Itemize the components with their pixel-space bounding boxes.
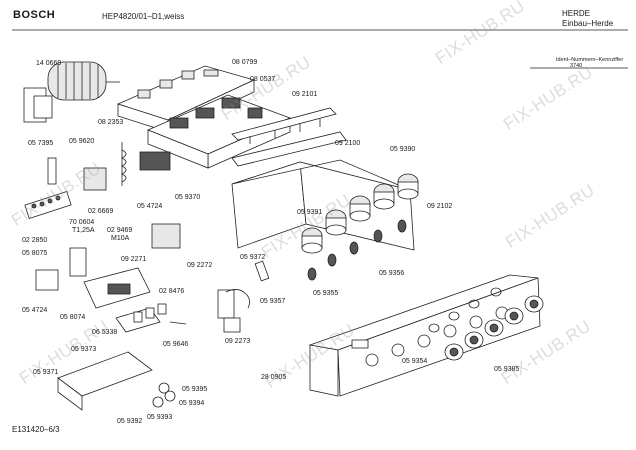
part-label: 05 8074	[60, 314, 86, 321]
part-label: 05 9395	[182, 386, 208, 393]
part-label: 06 5338	[92, 329, 118, 336]
part-label: 02 8476	[159, 288, 185, 295]
drawing-code: E131420–6/3	[12, 425, 60, 434]
ident-label: Ident–Nummern–Kennziffer	[556, 57, 624, 63]
part-label: 05 9394	[179, 400, 205, 407]
small-components-drawing	[24, 157, 181, 291]
product-subcategory: Einbau–Herde	[562, 19, 614, 28]
part-label: T1,25A	[72, 227, 95, 234]
part-label: 05 9391	[297, 209, 323, 216]
part-label: 05 9370	[175, 194, 201, 201]
part-label: 09 2272	[187, 262, 213, 269]
part-label: 05 9646	[163, 341, 189, 348]
part-label: 09 2100	[335, 140, 361, 147]
part-label: 05 9371	[33, 369, 59, 376]
part-label: 05 4724	[22, 307, 48, 314]
part-label: 05 9354	[402, 358, 428, 365]
part-label: 05 9356	[379, 270, 405, 277]
part-label: 70 0604	[69, 219, 95, 226]
part-label: 02 9469	[107, 227, 133, 234]
part-label: 05 9393	[147, 414, 173, 421]
part-label: 14 0669	[36, 60, 62, 67]
part-label: 02 2850	[22, 237, 48, 244]
part-label: 02 6669	[88, 208, 114, 215]
part-label: 09 2102	[427, 203, 453, 210]
part-label: 08 0799	[232, 59, 258, 66]
part-label: 09 2273	[225, 338, 251, 345]
part-label: 05 9373	[71, 346, 97, 353]
front-knobs-drawing	[428, 287, 544, 361]
part-label: 08 2353	[98, 119, 124, 126]
part-label: 05 9385	[494, 366, 520, 373]
ident-value: 3740	[570, 63, 583, 69]
part-label: 05 9357	[260, 298, 286, 305]
part-label: 28 0905	[261, 374, 287, 381]
brand-logo-text: BOSCH	[13, 9, 56, 21]
part-label: 05 9620	[69, 138, 95, 145]
model-number: HEP4820/01–D1,weiss	[102, 12, 185, 21]
part-label: 09 2271	[121, 256, 147, 263]
part-label: 05 9392	[117, 418, 143, 425]
part-label: 05 4724	[137, 203, 163, 210]
part-label: 09 2101	[292, 91, 318, 98]
timer-unit-drawing	[83, 267, 187, 333]
product-category: HERDE	[562, 9, 591, 18]
fan-motor-drawing	[23, 61, 120, 123]
part-label: 05 9372	[240, 254, 266, 261]
part-label: 05 7395	[28, 140, 54, 147]
rotary-knobs-drawing	[301, 173, 419, 281]
part-label: 05 9355	[313, 290, 339, 297]
control-panel-drawing	[308, 274, 541, 397]
mounting-rails-drawing	[231, 107, 347, 167]
part-label: 05 8075	[22, 250, 48, 257]
wiring-harness-drawing	[217, 260, 270, 333]
part-label: M10A	[111, 235, 130, 242]
push-switch-module-drawing	[57, 351, 176, 411]
part-label: 05 9390	[390, 146, 416, 153]
part-label: 08 0537	[250, 76, 276, 83]
